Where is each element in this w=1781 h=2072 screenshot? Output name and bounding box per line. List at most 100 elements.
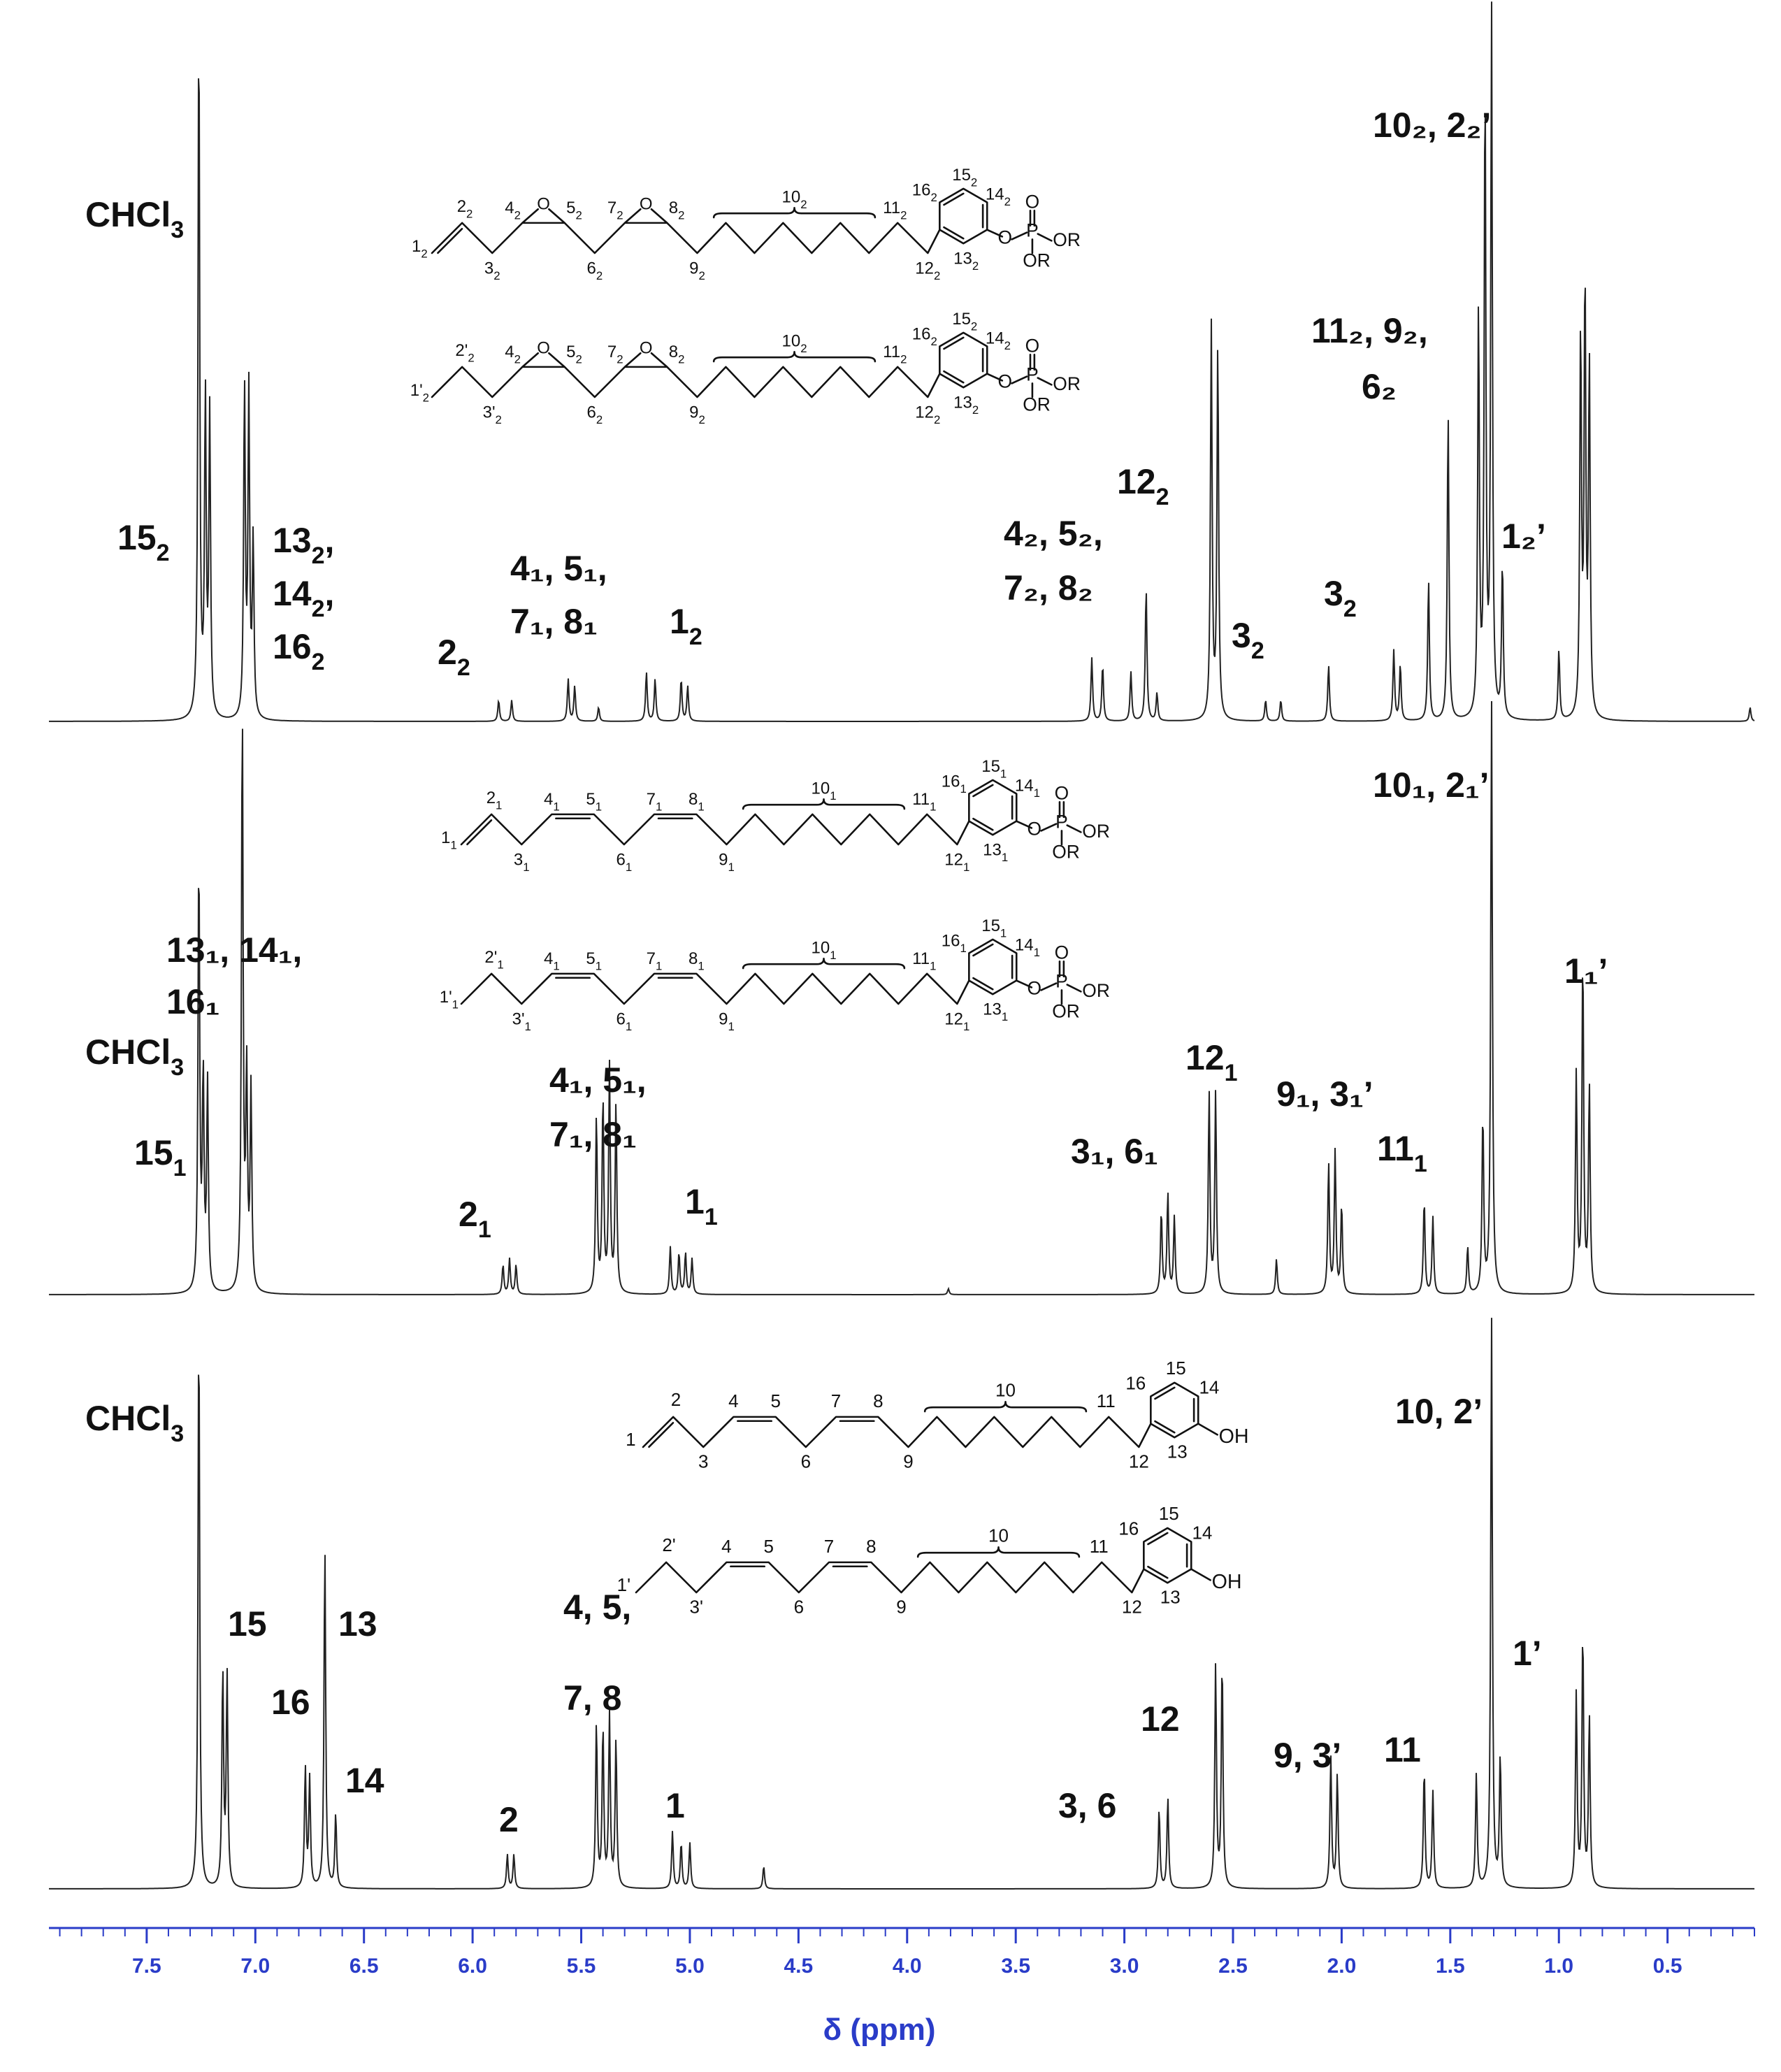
atom-number-9: 91 xyxy=(719,850,735,873)
ring-double-bond xyxy=(1154,1386,1176,1400)
atom-subscript: 1 xyxy=(553,960,559,973)
ring-double-bond xyxy=(943,336,965,350)
atom-subscript: 2 xyxy=(698,413,705,426)
epoxide-bond xyxy=(623,208,668,224)
x-tick-label: 5.5 xyxy=(567,1955,596,1978)
atom-number-12: 121 xyxy=(944,1009,969,1033)
chcl3-main: CHCl xyxy=(85,1399,171,1438)
atom-number-8: 8 xyxy=(873,1390,883,1411)
label-num: 3 xyxy=(1324,574,1343,613)
atom-subscript: 1 xyxy=(1034,946,1040,959)
phos-bond xyxy=(1015,979,1033,988)
label-num: 12 xyxy=(1185,1038,1225,1077)
ring-double-bond xyxy=(972,943,994,957)
ester-oxygen: O xyxy=(1027,818,1041,839)
ring-double-bond xyxy=(943,226,965,240)
atom-subscript: 1 xyxy=(728,861,734,874)
atom-number-12: 121 xyxy=(944,850,969,873)
atom-number-7: 71 xyxy=(647,790,663,813)
atom-number-9: 9 xyxy=(903,1451,913,1472)
atom-number-15: 15 xyxy=(1166,1358,1186,1379)
ring-double-bond xyxy=(972,977,994,991)
top-label-3b: 32 xyxy=(1324,574,1357,622)
atom-subscript: 1 xyxy=(830,949,836,962)
phosphoryl-oxygen: O xyxy=(1025,191,1040,212)
x-axis-title: δ (ppm) xyxy=(823,2013,935,2047)
top-label-1p: 1₂’ xyxy=(1501,517,1546,556)
atom-number-15: 15 xyxy=(1159,1503,1179,1524)
or-label: OR xyxy=(1023,394,1051,415)
label-sub: 1 xyxy=(478,1216,491,1243)
atom-subscript: 1 xyxy=(830,789,836,803)
label-sub: 2 xyxy=(457,654,470,681)
atom-subscript: 1 xyxy=(930,800,936,814)
bot-chcl3-label: CHCl3 xyxy=(85,1399,184,1447)
atom-number-4: 42 xyxy=(505,199,521,222)
atom-subscript: 2 xyxy=(468,352,474,365)
atom-number-6: 61 xyxy=(616,1009,632,1033)
bot-label-9-3p: 9, 3’ xyxy=(1274,1736,1341,1775)
atom-subscript: 1 xyxy=(553,800,559,814)
chain-bonds xyxy=(431,222,941,254)
atom-subscript: 2 xyxy=(800,198,807,211)
c10-brace xyxy=(923,1401,1088,1413)
mid-label-4157-line1: 4₁, 5₁, xyxy=(549,1060,647,1100)
phosphoryl-oxygen: O xyxy=(1055,942,1069,963)
phos-bond xyxy=(1040,823,1058,832)
atom-subscript: 1 xyxy=(626,861,632,874)
atom-subscript: 1 xyxy=(963,861,969,874)
label-sub: 2 xyxy=(312,649,325,675)
top-labels: CHCl3 152 132, 142, 162 22 4₁, 5₁, 7₁, 8… xyxy=(85,106,1546,681)
mid-label-13-14-line1: 13₁, 14₁, xyxy=(166,930,302,970)
atom-number-5: 5 xyxy=(770,1390,780,1411)
chain-bonds xyxy=(635,1561,1145,1594)
atom-subscript: 2 xyxy=(934,269,940,282)
atom-number-1: 1' xyxy=(617,1574,630,1595)
atom-number-13: 13 xyxy=(1167,1441,1188,1462)
c10-brace xyxy=(742,798,906,810)
atom-number-6: 62 xyxy=(586,403,603,426)
epoxide-bond xyxy=(623,352,668,368)
label-tail: , xyxy=(325,521,335,560)
atom-number-5: 5 xyxy=(763,1536,773,1557)
benzene-ring xyxy=(939,331,988,389)
label-num: 2 xyxy=(438,633,457,672)
atom-number-14: 142 xyxy=(986,185,1011,208)
atom-subscript: 2 xyxy=(972,403,979,417)
mid-label-15: 151 xyxy=(134,1133,187,1181)
bottom-labels: CHCl3 15 16 13 14 4, 5, 7, 8 2 1 3, 6 12… xyxy=(85,1392,1542,1839)
label-sub: 2 xyxy=(1343,596,1357,622)
or-label: OR xyxy=(1082,821,1110,842)
phos-bond xyxy=(1015,820,1033,829)
x-tick-label: 3.0 xyxy=(1110,1955,1139,1978)
phos-bond xyxy=(986,373,1004,382)
label-num: 3 xyxy=(1232,616,1251,655)
atom-subscript: 1 xyxy=(960,782,966,796)
mid-label-9-3p: 9₁, 3₁’ xyxy=(1276,1074,1373,1114)
phos-bond xyxy=(1011,231,1028,240)
atom-number-3: 32 xyxy=(484,259,500,282)
atom-number-1: 11 xyxy=(441,828,457,851)
atom-number-5: 52 xyxy=(566,199,582,222)
or-label: OR xyxy=(1023,250,1051,271)
atom-number-15: 152 xyxy=(952,310,977,333)
atom-number-6: 6 xyxy=(801,1451,811,1472)
atom-subscript: 1 xyxy=(1034,786,1040,800)
atom-subscript: 2 xyxy=(616,209,623,222)
atom-subscript: 2 xyxy=(496,413,502,426)
atom-subscript: 1 xyxy=(1000,768,1007,781)
atom-subscript: 1 xyxy=(496,799,502,812)
atom-number-2: 2 xyxy=(671,1389,681,1410)
epoxide-oxygen: O xyxy=(537,194,550,213)
hydroxyl-label: OH xyxy=(1212,1571,1242,1593)
mid-label-1: 11 xyxy=(685,1182,718,1230)
mid-label-13-14-line2: 16₁ xyxy=(166,982,219,1021)
atom-number-14: 14 xyxy=(1199,1377,1219,1398)
middle-labels: 13₁, 14₁, 16₁ CHCl3 151 21 4₁, 5₁, 7₁, 8… xyxy=(85,765,1608,1243)
atom-subscript: 2 xyxy=(971,320,977,333)
phosphorus-label: P xyxy=(1055,970,1068,991)
label-num: 15 xyxy=(134,1133,173,1172)
top-label-10-2p: 10₂, 2₂’ xyxy=(1373,106,1492,145)
